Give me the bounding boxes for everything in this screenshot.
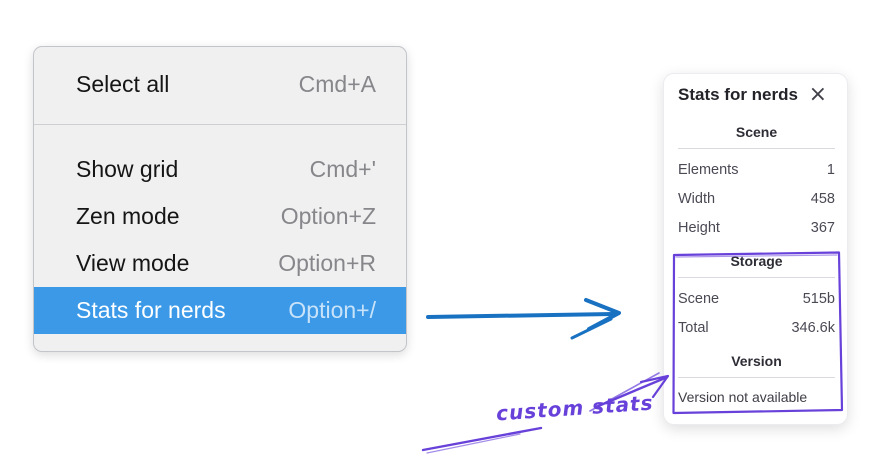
stats-panel: Stats for nerds × Scene Elements 1 Width… (663, 73, 848, 425)
menu-item-label: Show grid (76, 156, 179, 182)
stats-panel-header: Stats for nerds × (678, 82, 835, 107)
stat-value: 346.6k (791, 319, 835, 336)
section-heading: Storage (730, 253, 783, 269)
menu-item-view-mode[interactable]: View mode Option+R (34, 240, 406, 287)
annotation-arrow-tail (421, 426, 543, 452)
flow-arrow-shaft (426, 312, 615, 319)
flow-arrow-head-stroke2 (570, 317, 613, 340)
close-icon: × (808, 82, 827, 107)
stat-label: Width (678, 190, 716, 207)
annotation-label: custom stats (495, 390, 655, 426)
section-heading: Scene (735, 124, 778, 140)
stat-value: 367 (810, 219, 835, 236)
section-divider (678, 277, 835, 278)
stats-section-scene: Scene Elements 1 Width 458 Height 367 (678, 122, 835, 242)
close-button[interactable]: × (807, 82, 829, 107)
stat-value: 458 (810, 190, 835, 207)
stat-row-elements: Elements 1 (678, 155, 835, 184)
flow-arrow-head (584, 298, 621, 331)
stat-row-scene-storage: Scene 515b (678, 284, 835, 313)
stat-value: 1 (826, 161, 835, 178)
stat-label: Total (678, 319, 709, 336)
menu-item-shortcut: Option+Z (280, 203, 376, 229)
flow-arrow (426, 298, 621, 340)
menu-divider (34, 124, 406, 125)
stat-label: Elements (678, 161, 739, 178)
stats-section-version: Version Version not available (678, 351, 835, 405)
stat-row-total-storage: Total 346.6k (678, 313, 835, 342)
context-menu: Select all Cmd+A Show grid Cmd+' Zen mod… (33, 46, 407, 352)
menu-item-shortcut: Option+/ (288, 297, 376, 323)
stat-row-width: Width 458 (678, 184, 835, 213)
menu-item-shortcut: Cmd+A (298, 71, 376, 97)
menu-item-label: Stats for nerds (76, 297, 226, 323)
menu-item-label: Zen mode (76, 203, 180, 229)
menu-item-shortcut: Cmd+' (309, 156, 376, 182)
menu-item-label: View mode (76, 250, 190, 276)
section-divider (678, 148, 835, 149)
menu-item-show-grid[interactable]: Show grid Cmd+' (34, 146, 406, 193)
annotation-arrow-tail-stroke2 (426, 433, 521, 454)
stat-label: Height (678, 219, 720, 236)
stat-row-height: Height 367 (678, 213, 835, 242)
menu-item-label: Select all (76, 71, 170, 97)
menu-item-select-all[interactable]: Select all Cmd+A (34, 61, 406, 108)
version-note: Version not available (678, 389, 808, 405)
stat-label: Scene (678, 290, 720, 307)
menu-item-zen-mode[interactable]: Zen mode Option+Z (34, 193, 406, 240)
menu-item-stats-for-nerds[interactable]: Stats for nerds Option+/ (34, 287, 406, 334)
section-divider (678, 377, 835, 378)
stats-panel-title: Stats for nerds (678, 85, 798, 104)
menu-item-shortcut: Option+R (278, 250, 376, 276)
stats-section-storage: Storage Scene 515b Total 346.6k (678, 251, 835, 342)
section-heading: Version (731, 353, 782, 369)
stat-value: 515b (802, 290, 835, 307)
